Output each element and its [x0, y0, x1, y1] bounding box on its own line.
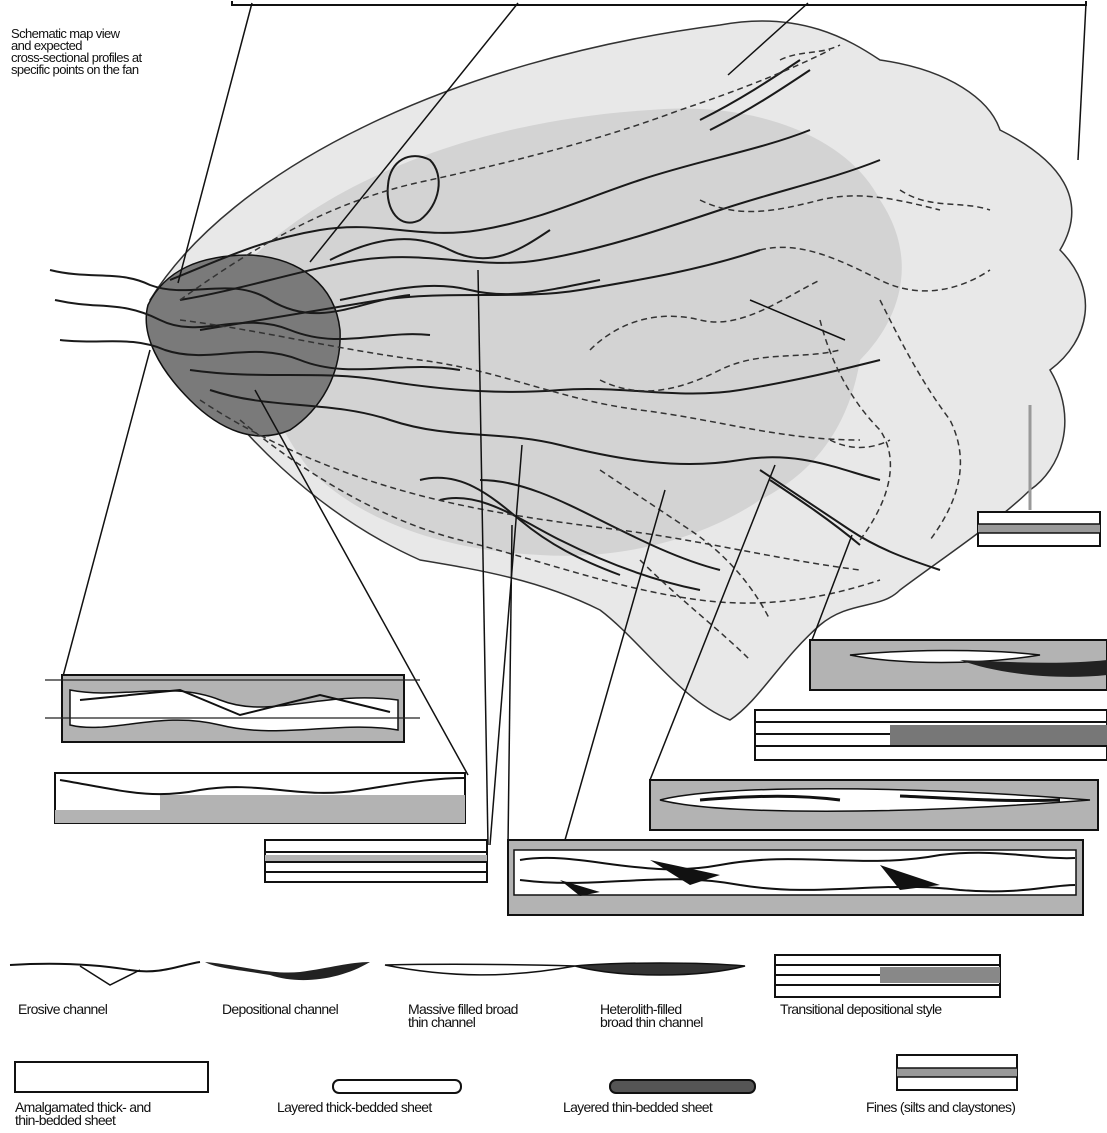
legend-amalgamated-symbol: [15, 1062, 208, 1092]
legend-label-amalgamated: Amalgamated thick- and thin-bedded sheet: [15, 1101, 151, 1127]
legend-text: Transitional depositional style: [780, 1003, 941, 1016]
legend-thick-bedded-symbol: [333, 1080, 461, 1093]
legend-text: Layered thin-bedded sheet: [563, 1101, 712, 1114]
legend-depositional-symbol: [205, 962, 370, 980]
legend-label-massive: Massive filled broad thin channel: [408, 1003, 518, 1029]
legend-thin-bedded-symbol: [610, 1080, 755, 1093]
legend-fines-symbol: [897, 1055, 1017, 1090]
profile-fines: [978, 512, 1100, 546]
caption: Schematic map view and expected cross-se…: [11, 28, 231, 76]
legend-text: Layered thick-bedded sheet: [277, 1101, 432, 1114]
legend-text: Erosive channel: [18, 1003, 107, 1016]
legend-transitional-symbol: [775, 955, 1000, 997]
legend-label-depositional: Depositional channel: [222, 1003, 338, 1016]
legend-text: broad thin channel: [600, 1016, 703, 1029]
legend-erosive-symbol: [10, 962, 200, 971]
profile-amalgamated-large: [508, 840, 1083, 915]
legend-label-thin-bedded: Layered thin-bedded sheet: [563, 1101, 712, 1114]
legend-text: thin-bedded sheet: [15, 1114, 151, 1127]
top-frame: [232, 1, 1086, 5]
legend-label-transitional: Transitional depositional style: [780, 1003, 941, 1016]
profile-transitional-large: [755, 710, 1107, 760]
profile-transitional-small: [265, 840, 487, 882]
legend-heterolith-symbol: [575, 963, 745, 975]
profile-thick-bedded: [650, 780, 1098, 830]
legend-label-heterolith: Heterolith-filled broad thin channel: [600, 1003, 703, 1029]
profile-erosive-amalgamated: [45, 675, 420, 742]
legend-text: Fines (silts and claystones): [866, 1101, 1015, 1114]
caption-line: specific points on the fan: [11, 64, 231, 76]
legend-label-thick-bedded: Layered thick-bedded sheet: [277, 1101, 432, 1114]
legend-text: thin channel: [408, 1016, 518, 1029]
feeder-lobe: [146, 255, 340, 436]
legend-massive-symbol: [385, 964, 575, 975]
legend-label-fines: Fines (silts and claystones): [866, 1101, 1015, 1114]
legend-label-erosive: Erosive channel: [18, 1003, 107, 1016]
profile-heterolith: [810, 640, 1107, 690]
profile-depositional-thin: [55, 773, 465, 823]
legend-text: Depositional channel: [222, 1003, 338, 1016]
